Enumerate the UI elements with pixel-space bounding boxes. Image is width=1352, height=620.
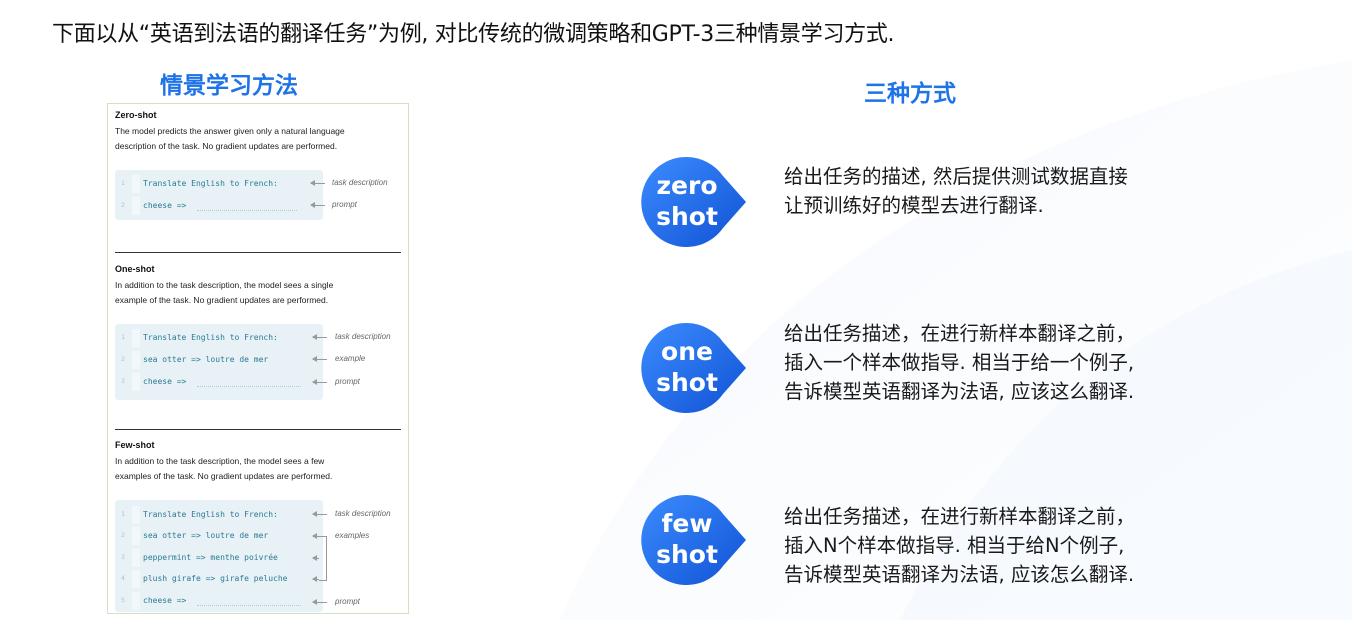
zero-shot-description: 给出任务的描述, 然后提供测试数据直接 让预训练好的模型去进行翻译. [784,162,1128,220]
few-shot-code: 1 Translate English to French: 2 sea ott… [115,500,323,612]
arrow-icon [312,555,319,561]
annotation: task description [332,178,388,187]
description-line: 给出任务描述，在进行新样本翻译之前， [784,322,1136,345]
description-line: 插入N个样本做指导. 相当于给N个例子, [784,534,1125,557]
code-text: Translate English to French: [143,333,278,342]
few-shot-title: Few-shot [115,440,155,450]
annotation: prompt [332,200,357,209]
description-line: 给出任务的描述, 然后提供测试数据直接 [784,165,1128,188]
line-number: 2 [121,355,125,363]
arrow-icon [310,202,325,208]
bubble-label-line-2: shot [656,540,718,569]
code-line: 1 Translate English to French: [115,175,323,193]
one-shot-title: One-shot [115,264,155,274]
one-shot-block: One-shot In addition to the task descrip… [115,264,401,308]
right-section-title: 三种方式 [864,81,956,107]
annotation: task description [335,509,391,518]
line-number: 4 [121,574,125,582]
divider [115,252,401,253]
line-number: 1 [121,179,125,187]
code-line: 1 Translate English to French: [115,329,323,347]
few-shot-desc-line-1: In addition to the task description, the… [115,456,325,466]
zero-shot-desc: The model predicts the answer given only… [115,124,401,154]
code-text: cheese => [143,201,187,210]
code-line: 5 cheese => [115,592,323,610]
code-line: 4 plush girafe => girafe peluche [115,570,323,588]
few-shot-description: 给出任务描述，在进行新样本翻译之前， 插入N个样本做指导. 相当于给N个例子, … [784,502,1135,589]
bubble-label-line-1: one [661,337,713,366]
divider [115,429,401,430]
bubble-label-line-1: few [661,509,713,538]
code-text: cheese => [143,377,187,386]
zero-shot-desc-line-1: The model predicts the answer given only… [115,126,345,136]
code-line: 1 Translate English to French: [115,506,323,524]
few-shot-desc-line-2: examples of the task. No gradient update… [115,471,333,481]
bubble-label-line-1: zero [656,171,718,200]
description-line: 让预训练好的模型去进行翻译. [784,194,1044,217]
few-shot-block: Few-shot In addition to the task descrip… [115,440,401,484]
zero-shot-block: Zero-shot The model predicts the answer … [115,110,401,154]
code-text: Translate English to French: [143,510,278,519]
one-shot-desc-line-2: example of the task. No gradient updates… [115,295,329,305]
one-shot-desc: In addition to the task description, the… [115,278,401,308]
arrow-icon [312,334,327,340]
description-line: 给出任务描述，在进行新样本翻译之前， [784,505,1136,528]
bubble-label-line-2: shot [656,202,718,231]
code-text: peppermint => menthe poivrée [143,553,278,562]
description-line: 告诉模型英语翻译为法语, 应该怎么翻译. [784,563,1135,586]
line-number: 5 [121,596,125,604]
code-text: sea otter => loutre de mer [143,355,269,364]
line-number: 3 [121,377,125,385]
code-line: 2 cheese => [115,197,323,215]
code-text: sea otter => loutre de mer [143,531,269,540]
gpt3-figure: Zero-shot The model predicts the answer … [107,103,409,614]
code-text: Translate English to French: [143,179,278,188]
annotation: task description [335,332,391,341]
page-headline: 下面以从“英语到法语的翻译任务”为例, 对比传统的微调策略和GPT-3三种情景学… [52,22,895,47]
annotation: prompt [335,377,360,386]
arrow-icon [312,379,327,385]
description-line: 告诉模型英语翻译为法语, 应该这么翻译. [784,380,1135,403]
zero-shot-desc-line-2: description of the task. No gradient upd… [115,141,338,151]
line-number: 2 [121,531,125,539]
code-line: 2 sea otter => loutre de mer [115,527,323,545]
arrow-icon [312,576,319,582]
description-line: 插入一个样本做指导. 相当于给一个例子, [784,351,1135,374]
examples-bracket [319,536,327,581]
arrow-icon [312,356,327,362]
few-shot-desc: In addition to the task description, the… [115,454,401,484]
arrow-icon [310,180,325,186]
line-number: 1 [121,333,125,341]
left-section-title: 情景学习方法 [160,73,298,99]
line-number: 1 [121,510,125,518]
few-shot-bubble: few shot [637,494,747,586]
zero-shot-code: 1 Translate English to French: 2 cheese … [115,170,323,220]
arrow-icon [312,511,327,517]
annotation: examples [335,531,370,540]
annotation: prompt [335,597,360,606]
one-shot-bubble: one shot [637,322,747,414]
annotation: example [335,354,366,363]
one-shot-code: 1 Translate English to French: 2 sea ott… [115,324,323,400]
one-shot-desc-line-1: In addition to the task description, the… [115,280,334,290]
zero-shot-bubble: zero shot [637,156,747,248]
code-line: 2 sea otter => loutre de mer [115,351,323,369]
code-line: 3 cheese => [115,373,323,391]
line-number: 2 [121,201,125,209]
bubble-label-line-2: shot [656,368,718,397]
code-line: 3 peppermint => menthe poivrée [115,549,323,567]
code-text: plush girafe => girafe peluche [143,574,288,583]
line-number: 3 [121,553,125,561]
arrow-icon [312,599,327,605]
one-shot-description: 给出任务描述，在进行新样本翻译之前， 插入一个样本做指导. 相当于给一个例子, … [784,319,1135,406]
zero-shot-title: Zero-shot [115,110,157,120]
code-text: cheese => [143,596,187,605]
